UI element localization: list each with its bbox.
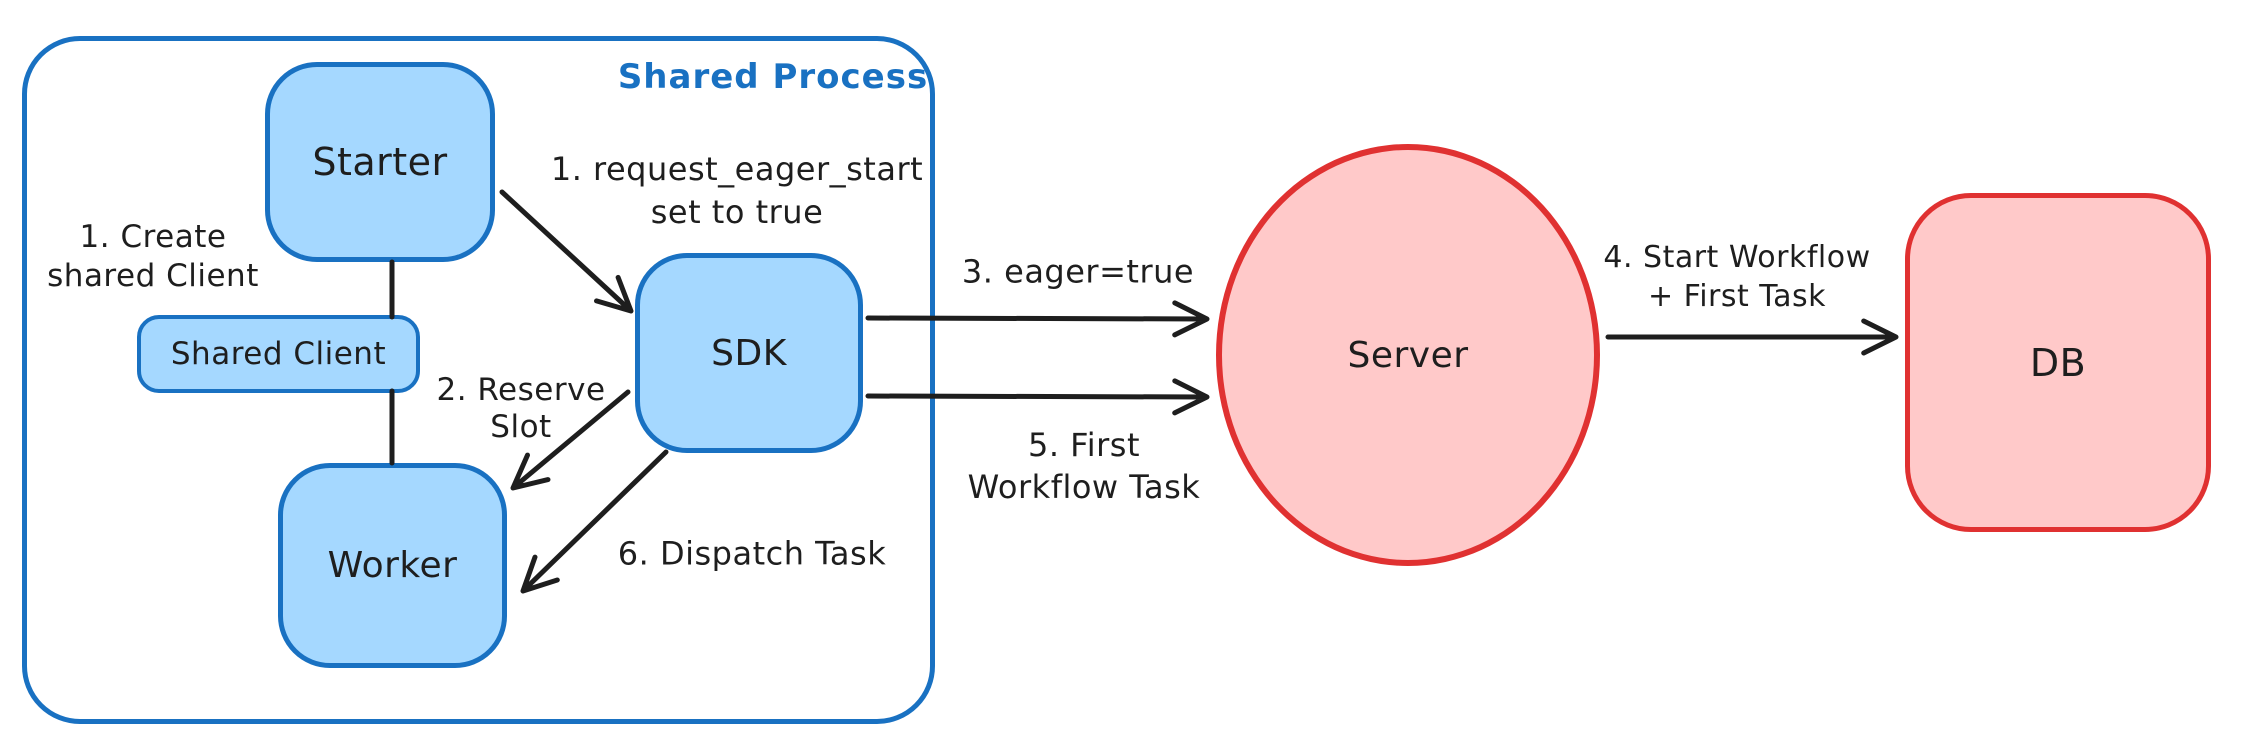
node-server: Server	[1216, 144, 1600, 566]
annotation-create-shared-client: 1. Create shared Client	[47, 218, 259, 296]
shared-process-label: Shared Process	[617, 57, 929, 97]
annotation-line: + First Task	[1647, 279, 1827, 314]
node-worker: Worker	[278, 463, 507, 668]
annotation-reserve-slot: 2. Reserve Slot	[436, 372, 605, 446]
sdk-label: SDK	[711, 332, 787, 374]
server-label: Server	[1347, 334, 1469, 376]
arrow-start-workflow	[1605, 318, 1899, 356]
annotation-dispatch-task: 6. Dispatch Task	[618, 535, 886, 574]
annotation-line: Slot	[490, 409, 552, 445]
annotation-request-eager-start: 1. request_eager_start set to true	[551, 148, 923, 234]
node-shared-client: Shared Client	[137, 315, 420, 393]
db-label: DB	[2029, 340, 2087, 385]
annotation-line: shared Client	[47, 258, 259, 294]
annotation-line: 5. First	[1027, 426, 1141, 464]
annotation-line: set to true	[650, 193, 824, 231]
annotation-line: 4. Start Workflow	[1603, 240, 1871, 275]
annotation-line: Workflow Task	[967, 468, 1201, 506]
annotation-line: 1. request_eager_start	[550, 150, 924, 188]
annotation-line: 3. eager=true	[961, 252, 1195, 291]
annotation-line: 2. Reserve	[436, 372, 606, 408]
annotation-start-workflow: 4. Start Workflow + First Task	[1603, 238, 1870, 316]
annotation-first-workflow-task: 5. First Workflow Task	[968, 424, 1201, 508]
annotation-line: 6. Dispatch Task	[617, 534, 887, 573]
node-starter: Starter	[265, 62, 495, 262]
starter-label: Starter	[312, 140, 448, 184]
worker-label: Worker	[327, 545, 458, 586]
node-db: DB	[1905, 193, 2211, 532]
annotation-line: 1. Create	[79, 219, 227, 255]
annotation-eager-true: 3. eager=true	[962, 253, 1194, 292]
node-sdk: SDK	[635, 253, 863, 453]
shared-client-label: Shared Client	[170, 336, 387, 372]
